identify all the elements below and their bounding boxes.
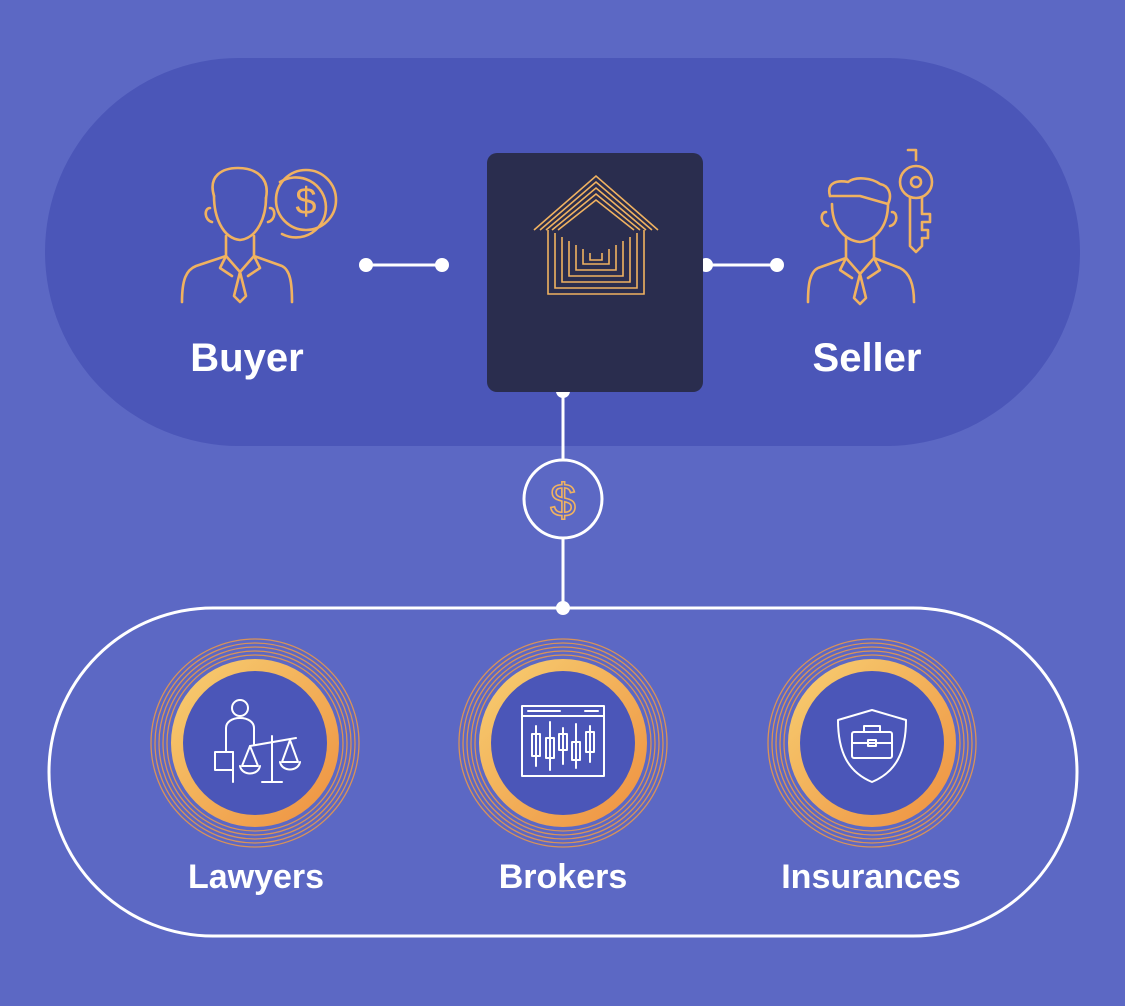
seller-person-key-icon	[806, 148, 934, 306]
svg-text:$: $	[295, 181, 316, 223]
brokers-label: Brokers	[498, 858, 628, 896]
insurances-label: Insurances	[781, 858, 961, 896]
paper-stack-icon	[422, 121, 656, 349]
buyer-label: Buyer	[190, 336, 304, 380]
lawyers-label: Lawyers	[187, 858, 325, 896]
connector-lines	[366, 263, 777, 608]
insurance-shield-briefcase-icon	[837, 709, 907, 783]
seller-label: Seller	[812, 336, 922, 380]
house-document-icon	[487, 153, 703, 392]
dollar-circle-icon: $	[522, 458, 604, 540]
lawyer-scales-icon	[214, 699, 301, 783]
buyer-person-dollar-icon: $	[180, 166, 338, 304]
svg-text:$: $	[550, 474, 576, 526]
broker-candlestick-chart-icon	[521, 705, 605, 777]
